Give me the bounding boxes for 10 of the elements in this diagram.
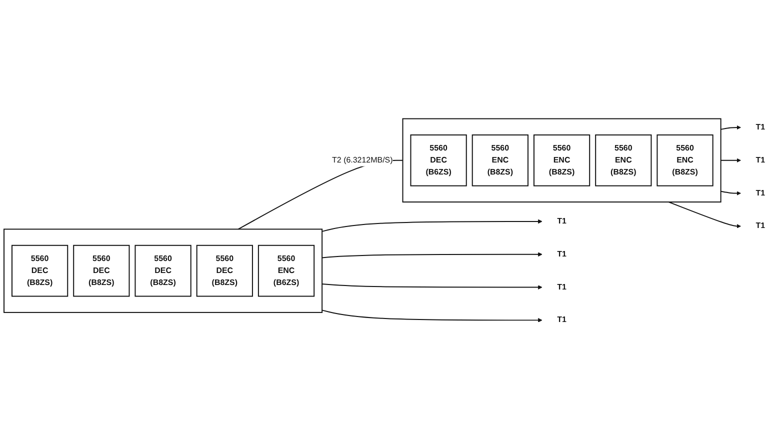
cluster (402, 118, 722, 202)
arrow (668, 201, 741, 228)
cluster (4, 228, 323, 313)
arrow (322, 218, 542, 232)
arrow (322, 252, 542, 258)
arrow (322, 309, 542, 322)
arrow (720, 158, 741, 162)
arrow (720, 124, 741, 130)
arrow (720, 190, 741, 196)
arrow (322, 283, 542, 290)
